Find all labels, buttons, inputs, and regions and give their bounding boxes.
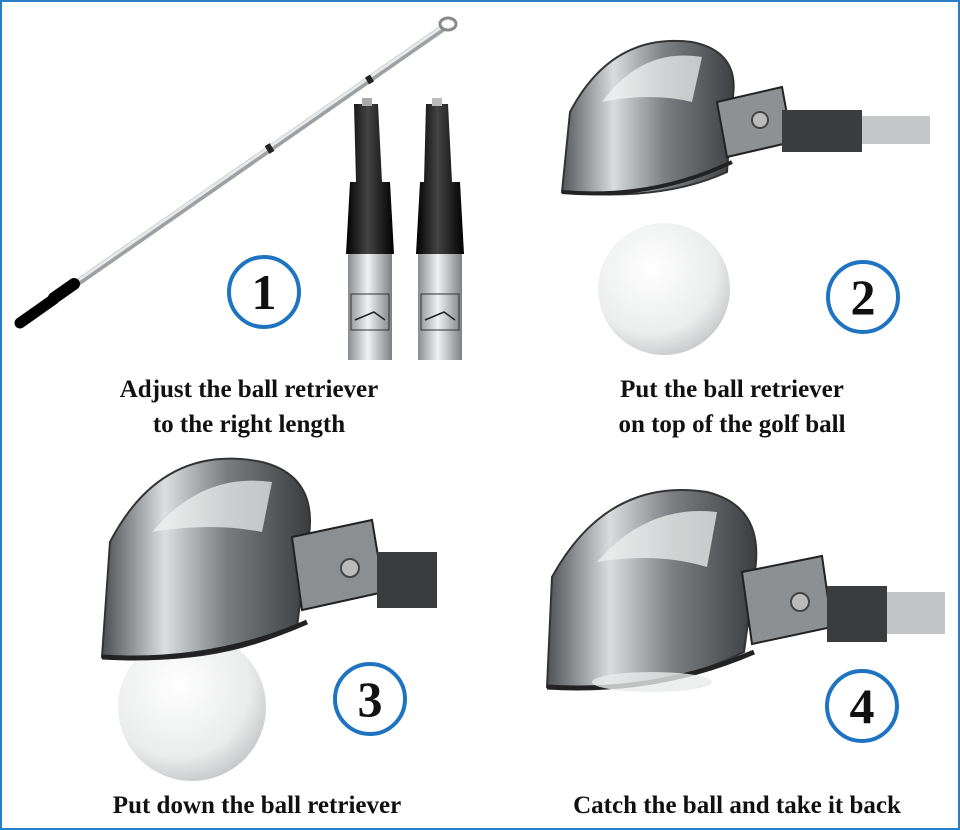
connector-left-icon — [346, 98, 394, 360]
step-2-caption-line-2: on top of the golf ball — [618, 411, 846, 438]
telescopic-pole-icon — [14, 16, 458, 329]
step-2-number-badge: 2 — [826, 260, 900, 334]
step-2-photo — [560, 39, 930, 355]
step-3-number-badge: 3 — [333, 662, 407, 736]
step-1-number-badge: 1 — [227, 255, 301, 329]
step-3-photo — [100, 457, 437, 781]
retriever-cup-icon — [560, 39, 930, 196]
step-3-caption-line-1: Put down the ball retriever — [112, 792, 402, 819]
step-2-caption: Put the ball retriever on top of the gol… — [547, 372, 917, 442]
step-4-photo — [545, 489, 945, 692]
golf-ball-icon — [118, 633, 266, 781]
retriever-cup-icon — [100, 457, 437, 661]
retriever-cup-with-ball-icon — [545, 489, 945, 692]
golf-ball-icon — [598, 223, 730, 355]
step-4-caption: Catch the ball and take it back — [527, 788, 947, 823]
step-1-caption-line-1: Adjust the ball retriever — [119, 376, 379, 403]
step-4-caption-line-1: Catch the ball and take it back — [573, 792, 901, 819]
step-1-photo — [14, 16, 464, 360]
step-1-caption-line-2: to the right length — [152, 411, 346, 438]
step-4-number-badge: 4 — [825, 669, 899, 743]
step-2-caption-line-1: Put the ball retriever — [620, 376, 844, 403]
step-1-caption: Adjust the ball retriever to the right l… — [64, 372, 434, 442]
step-3-caption: Put down the ball retriever — [62, 788, 452, 823]
connector-right-icon — [416, 98, 464, 360]
